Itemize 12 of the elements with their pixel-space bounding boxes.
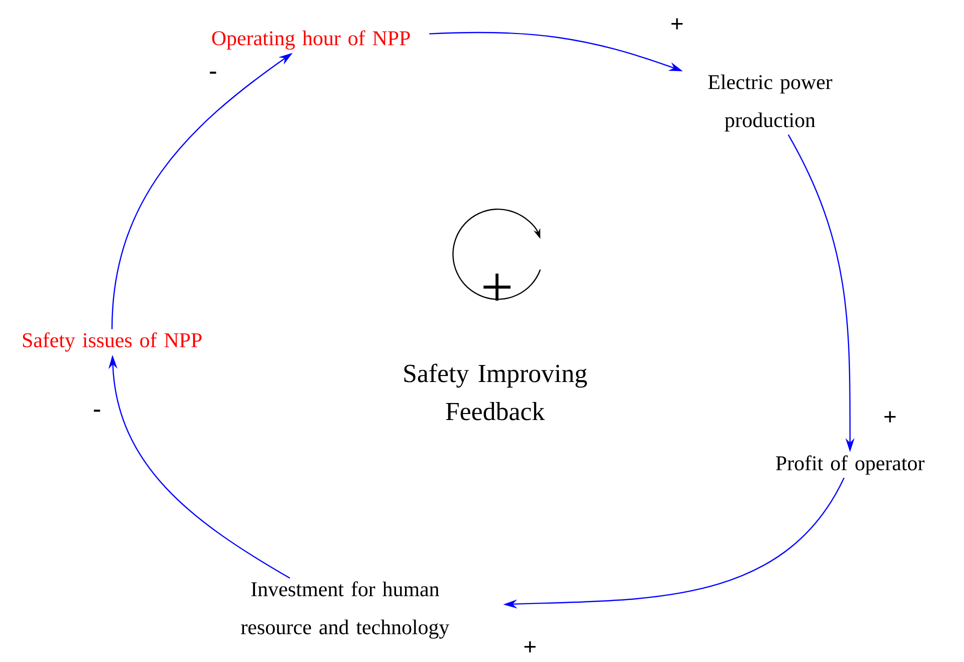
polarity-sign: -: [210, 72, 216, 74]
polarity-sign: +: [524, 641, 536, 652]
variable-label: Operating hour of NPP: [212, 30, 410, 50]
variable-label: Safety issues of NPP: [23, 332, 202, 352]
polarity-sign: -: [94, 410, 100, 412]
variable-label: Investment for human resource and technology: [241, 581, 450, 639]
loop-sign: +: [484, 274, 511, 301]
variable-label: Electric power production: [708, 74, 832, 132]
variable-label: Profit of operator: [776, 455, 924, 475]
polarity-sign: +: [884, 411, 896, 422]
polarity-sign: +: [671, 18, 683, 30]
loop-title: Safety Improving Feedback: [404, 364, 587, 420]
